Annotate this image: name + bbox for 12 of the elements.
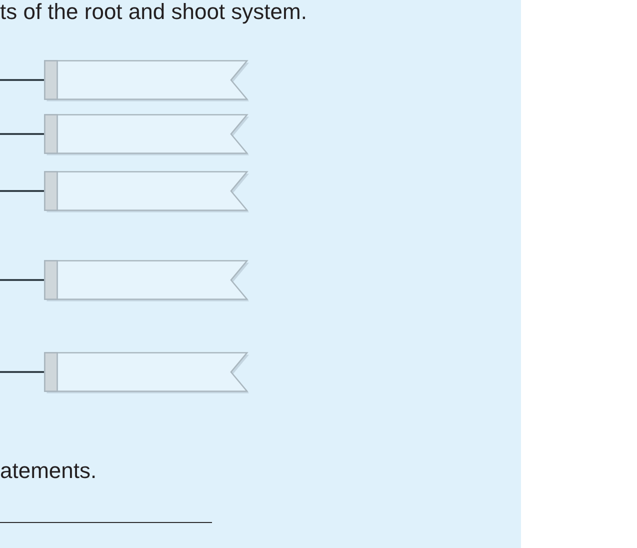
- instruction-text: atements.: [0, 459, 97, 483]
- leader-line: [0, 279, 44, 281]
- answer-banner: [44, 260, 250, 302]
- answer-banner: [44, 171, 250, 213]
- answer-banner: [44, 60, 250, 102]
- instruction-text: ts of the root and shoot system.: [0, 0, 307, 24]
- leader-line: [0, 190, 44, 192]
- answer-banner: [44, 114, 250, 156]
- leader-line: [0, 371, 44, 373]
- answer-banner: [44, 352, 250, 394]
- leader-line: [0, 79, 44, 81]
- leader-line: [0, 133, 44, 135]
